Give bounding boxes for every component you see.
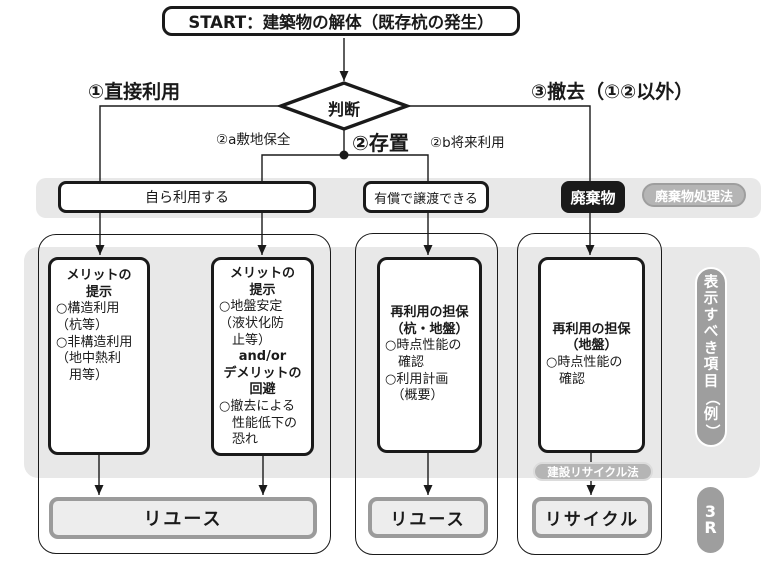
merit-box-direct: メリットの提示○構造利用（杭等）○非構造利用（地中熱利 用等）	[48, 257, 150, 455]
recycle-box: リサイクル	[532, 497, 652, 538]
decision-label: 判断	[327, 100, 360, 119]
reuse-box-1: リユース	[49, 497, 317, 539]
display-items-pill: 表示すべき項目（例）	[695, 267, 727, 447]
branch-label-direct-use: ①直接利用	[88, 81, 181, 103]
transfer-box: 有償で譲渡できる	[363, 181, 489, 213]
group-future-use	[355, 233, 498, 555]
guarantee-box-ground: 再利用の担保（地盤）○時点性能の 確認	[538, 257, 645, 453]
waste-disposal-law-badge: 廃棄物処理法	[642, 183, 746, 207]
construction-recycling-law-badge: 建設リサイクル法	[533, 462, 653, 481]
reuse-box-2: リユース	[368, 497, 488, 538]
branch-label-site-conservation: ②a敷地保全	[216, 132, 291, 148]
junction-dot	[339, 150, 349, 160]
decision-diamond	[276, 81, 412, 131]
branch-label-preservation: ②存置	[352, 131, 409, 155]
group-direct-use	[38, 234, 331, 554]
guarantee-box-pile-ground: 再利用の担保（杭・地盤）○時点性能の 確認○利用計画 （概要）	[377, 257, 482, 453]
waste-box: 廃棄物	[561, 181, 625, 213]
branch-label-future-use: ②b将来利用	[430, 135, 505, 151]
own-use-box: 自ら利用する	[58, 181, 316, 213]
branch-label-removal: ③撤去（①②以外）	[531, 81, 694, 103]
start-node: START：建築物の解体（既存杭の発生）	[162, 6, 520, 36]
start-label: START：建築物の解体（既存杭の発生）	[188, 13, 494, 32]
